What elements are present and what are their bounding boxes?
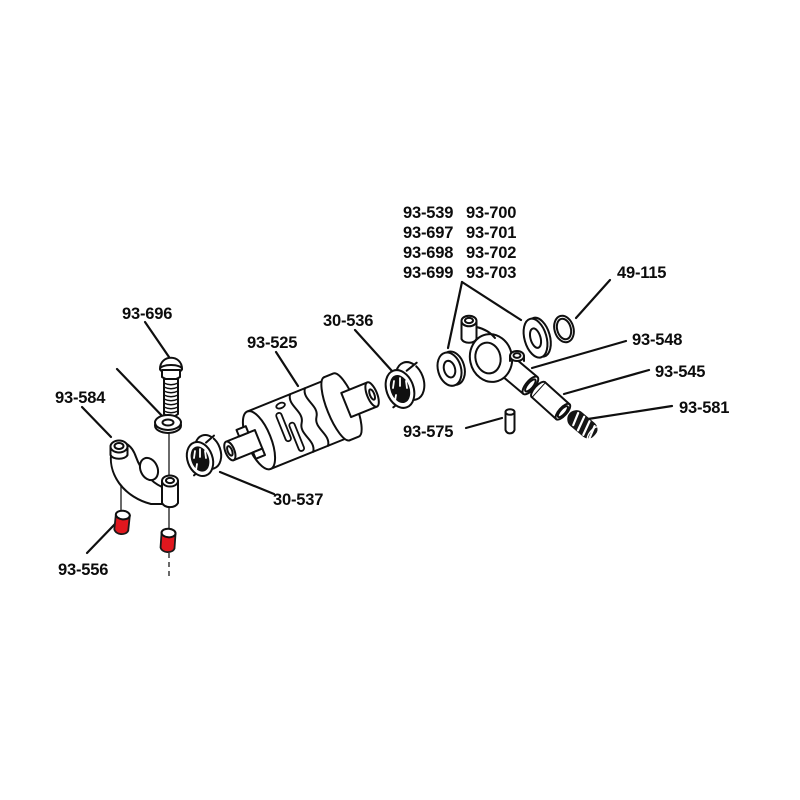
part-label-spring: 93-581 xyxy=(679,399,729,417)
rocker-pivot-body xyxy=(161,480,179,509)
leader-screw xyxy=(143,320,171,359)
part-label-shim-699: 93-699 xyxy=(403,264,453,282)
part-rocker-arm-right xyxy=(460,314,540,396)
leader-damper xyxy=(85,522,117,555)
shaft-key-tab xyxy=(252,447,266,460)
part-adjuster-screw xyxy=(159,356,183,418)
part-adjuster-washer xyxy=(154,414,182,434)
part-damper-right xyxy=(159,527,177,553)
bearing-needles xyxy=(392,377,408,402)
leader-pin xyxy=(464,416,504,430)
part-bearing-lower xyxy=(185,434,223,477)
pin-body xyxy=(504,411,516,435)
part-damper-left xyxy=(113,509,131,535)
part-bearing-upper xyxy=(384,361,426,409)
part-rocker-arm-left xyxy=(109,439,179,509)
part-label-shim-697: 93-697 xyxy=(403,224,453,242)
leader-shims-left xyxy=(446,280,464,350)
rocker-pivot-tube-bore xyxy=(524,378,537,393)
shaft-left-stub-bore xyxy=(226,445,234,457)
leader-bearing-upper xyxy=(353,328,394,373)
part-o-ring xyxy=(553,314,575,344)
bushing-closed-end xyxy=(530,380,547,399)
rocker-web-hole xyxy=(138,456,160,482)
part-label-shim-702: 93-702 xyxy=(466,244,516,262)
shaft-right-stub-bore xyxy=(368,388,377,401)
leader-bearing-lower xyxy=(218,470,276,496)
part-label-shim-539: 93-539 xyxy=(403,204,453,222)
part-label-shim-698: 93-698 xyxy=(403,244,453,262)
shaft-key-tab xyxy=(235,425,250,438)
leader-shaft-body xyxy=(274,350,300,388)
part-pin xyxy=(504,408,516,435)
shaft-slot xyxy=(275,412,292,443)
leader-lines xyxy=(80,278,674,555)
washer-hole xyxy=(161,418,175,427)
screw-threads xyxy=(163,382,179,414)
part-label-bearing-upper: 30-536 xyxy=(323,312,373,330)
part-label-rocker-left: 93-584 xyxy=(55,389,106,407)
part-label-bushing: 93-545 xyxy=(655,363,705,381)
shim-hole xyxy=(442,359,457,379)
part-label-oring: 49-115 xyxy=(617,264,666,282)
shaft-oil-hole xyxy=(275,401,286,410)
leader-oring xyxy=(574,278,612,320)
part-label-shim-700: 93-700 xyxy=(466,204,516,222)
spring-coils xyxy=(572,411,596,440)
part-shim-left xyxy=(436,350,466,387)
part-label-screw: 93-696 xyxy=(122,305,172,323)
shim-hole xyxy=(528,327,543,349)
rocker-pivot-hole xyxy=(165,476,175,485)
oring-inner xyxy=(555,317,573,341)
part-label-shim-703: 93-703 xyxy=(466,264,516,282)
bearing-needles xyxy=(193,448,207,471)
spring-end-ring xyxy=(586,426,600,441)
part-label-rocker-right: 93-548 xyxy=(632,331,682,349)
part-label-shim-701: 93-701 xyxy=(466,224,516,242)
bushing-bore xyxy=(556,405,569,419)
part-label-shaft: 93-525 xyxy=(247,334,297,352)
leader-bushing xyxy=(562,368,651,396)
leader-rocker-left xyxy=(80,405,113,439)
rocker-ring-hole xyxy=(474,341,502,375)
pin-top xyxy=(504,408,516,416)
leader-screw-washer xyxy=(115,367,168,422)
part-label-damper: 93-556 xyxy=(58,561,108,579)
rocker-small-boss-hole xyxy=(512,352,522,359)
leader-rocker-right xyxy=(530,339,628,370)
shaft-lobe-contour xyxy=(288,393,315,453)
part-spring xyxy=(567,410,600,441)
leader-spring xyxy=(586,404,674,421)
shaft-lobe-contour xyxy=(303,387,330,447)
rocker-small-boss-sides xyxy=(509,355,525,362)
part-shim-right xyxy=(522,316,552,359)
shaft-slot xyxy=(288,421,305,452)
part-bushing xyxy=(530,380,572,421)
damper-top xyxy=(114,509,131,521)
part-labels: 93-539 93-700 93-697 93-701 93-698 93-70… xyxy=(55,204,729,579)
rocker-boss-hole xyxy=(113,442,125,450)
leader-shims-right xyxy=(460,280,523,322)
rocker-boss-hole xyxy=(464,316,474,325)
rocker-web-edge xyxy=(475,326,496,339)
part-label-pin: 93-575 xyxy=(403,423,453,441)
part-shaft-assembly xyxy=(223,372,380,471)
part-label-bearing-lower: 30-537 xyxy=(273,491,323,509)
damper-top xyxy=(160,527,177,539)
